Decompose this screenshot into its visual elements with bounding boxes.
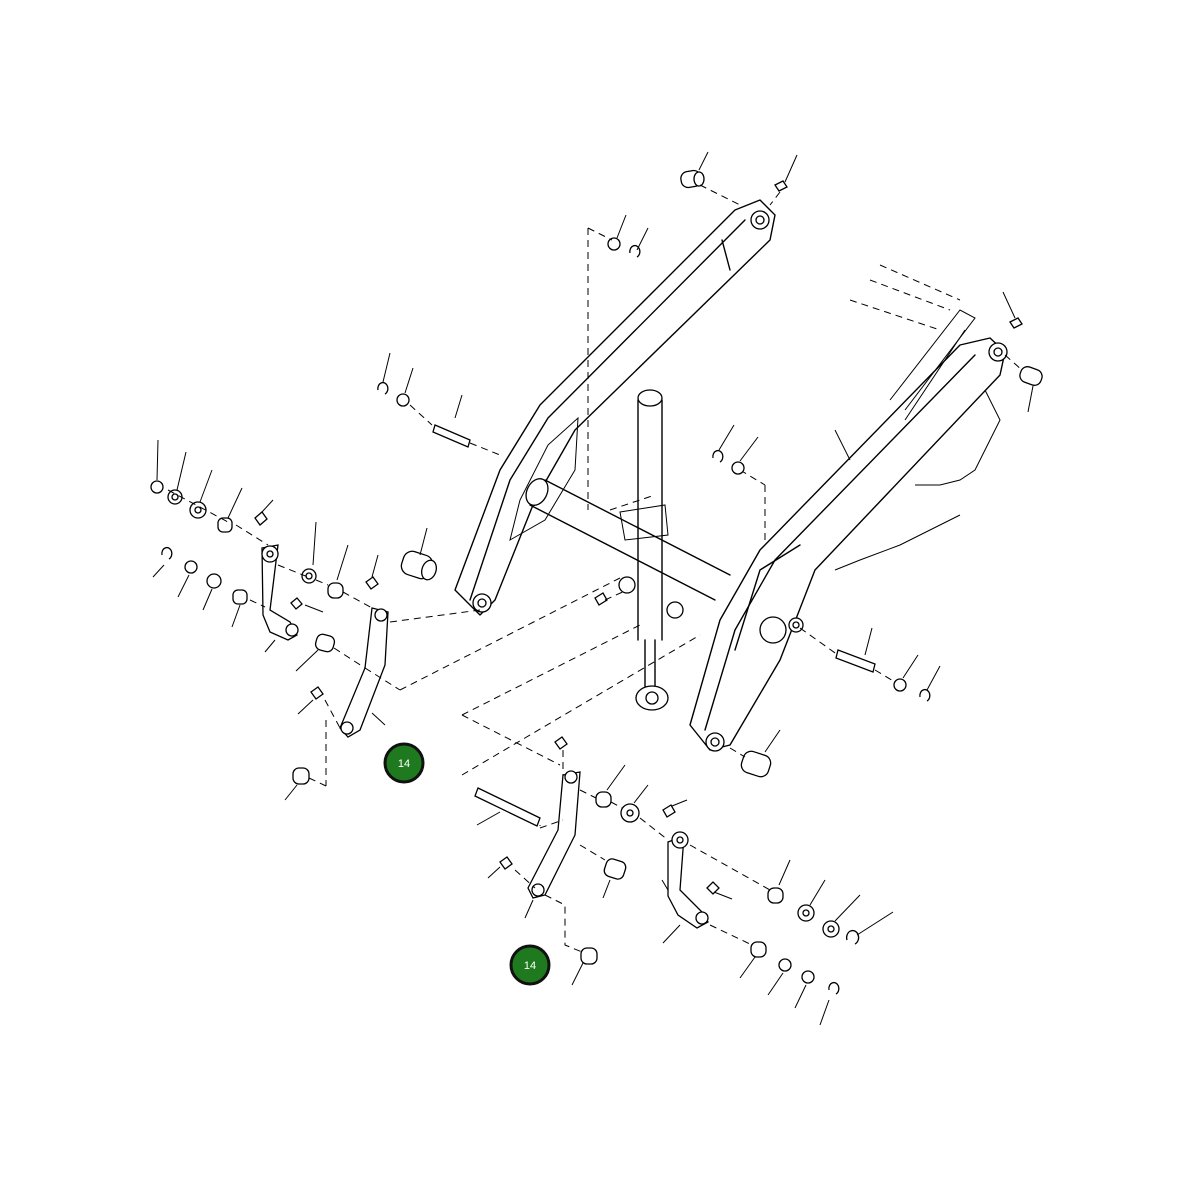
callout-14-lower[interactable]: 14 xyxy=(509,944,551,986)
top-hardware xyxy=(607,151,1043,413)
left-upper-pin-group xyxy=(377,352,501,456)
callout-14-lower-label: 14 xyxy=(524,960,536,972)
lower-linkage-group xyxy=(461,624,894,1026)
upper-alignment-lines xyxy=(587,227,766,545)
callout-14-upper-badge xyxy=(383,742,425,784)
callout-14-upper-label: 14 xyxy=(398,758,410,770)
callout-14-lower-badge xyxy=(509,944,551,986)
arm-bushings xyxy=(400,527,781,778)
right-mid-pin-group xyxy=(712,424,941,702)
callout-14-upper[interactable]: 14 xyxy=(383,742,425,784)
frame-reference-lines xyxy=(834,264,1001,571)
left-loader-arm xyxy=(454,199,776,616)
vertical-cylinder xyxy=(635,389,669,711)
right-loader-arm xyxy=(689,309,1008,752)
left-linkage-group xyxy=(150,439,621,801)
cross-tube xyxy=(525,478,731,619)
